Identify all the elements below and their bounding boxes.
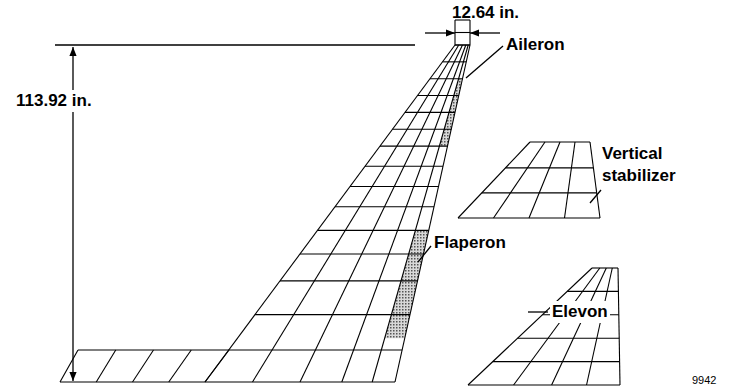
- mesh-line: [494, 142, 546, 218]
- figure-number: 9942: [692, 374, 716, 387]
- mesh-line: [280, 280, 418, 281]
- mesh-line: [455, 44, 470, 45]
- wing-grid: [205, 45, 470, 382]
- mesh-line: [133, 350, 154, 382]
- mesh-line: [592, 267, 618, 268]
- dimension-label: 113.92 in.: [14, 90, 94, 112]
- mesh-line: [567, 291, 618, 292]
- mesh-line: [365, 166, 443, 167]
- mesh-line: [518, 338, 620, 339]
- mesh-line: [455, 32, 470, 33]
- leader-line: [590, 190, 601, 203]
- mesh-line: [255, 314, 410, 315]
- dimension-lines: [55, 33, 500, 381]
- mesh-line: [350, 186, 439, 187]
- strake-grid: [60, 350, 229, 382]
- mesh-line: [493, 361, 620, 362]
- mesh-line: [342, 45, 466, 382]
- mesh-line: [529, 142, 560, 218]
- dimension-arrow: [470, 32, 500, 33]
- extension-line: [55, 44, 415, 45]
- finite-element-mesh: [60, 20, 620, 385]
- mesh-line: [430, 78, 463, 79]
- mesh-line: [300, 253, 424, 254]
- mesh-line: [565, 142, 576, 218]
- mesh-line: [393, 129, 452, 130]
- mesh-line: [552, 268, 607, 385]
- mesh-line: [60, 381, 205, 382]
- mesh-line: [253, 45, 459, 382]
- mesh-line: [468, 268, 592, 385]
- mesh-line: [300, 45, 463, 382]
- mesh-line: [405, 112, 455, 113]
- mesh-line: [205, 350, 229, 382]
- dimension-label: 12.64 in.: [452, 2, 519, 24]
- part-label: Elevon: [550, 301, 610, 323]
- mesh-line: [530, 141, 590, 142]
- mesh-line: [418, 95, 459, 96]
- vertical-stabilizer-grid: [458, 142, 600, 218]
- mesh-line: [205, 381, 395, 382]
- mesh-line: [318, 230, 429, 231]
- mesh-line: [443, 61, 467, 62]
- part-label: Aileron: [506, 34, 565, 56]
- mesh-line: [78, 349, 229, 350]
- mesh-line: [482, 192, 597, 193]
- leader-line: [528, 311, 548, 312]
- mesh-line: [372, 45, 468, 382]
- dimension-arrow: [425, 32, 455, 33]
- mesh-line: [514, 268, 600, 385]
- part-label: Flaperon: [434, 232, 506, 254]
- mesh-line: [380, 146, 448, 147]
- part-label: Vertical stabilizer: [602, 143, 702, 187]
- elevon-grid: [468, 268, 620, 385]
- mesh-line: [96, 350, 116, 382]
- mesh-line: [395, 45, 470, 382]
- mesh-line: [455, 44, 470, 45]
- mesh-line: [618, 268, 620, 385]
- mesh-line: [506, 167, 594, 168]
- mesh-line: [229, 349, 402, 350]
- leader-line: [418, 246, 431, 262]
- mesh-line: [590, 142, 600, 218]
- leader-line: [466, 46, 503, 78]
- tip-grid: [455, 20, 470, 45]
- mesh-line: [335, 206, 434, 207]
- mesh-line: [458, 217, 600, 218]
- leader-lines: [418, 46, 601, 312]
- mesh-line: [60, 350, 78, 382]
- mesh-line: [169, 350, 192, 382]
- mesh-line: [587, 268, 613, 385]
- mesh-line: [468, 384, 620, 385]
